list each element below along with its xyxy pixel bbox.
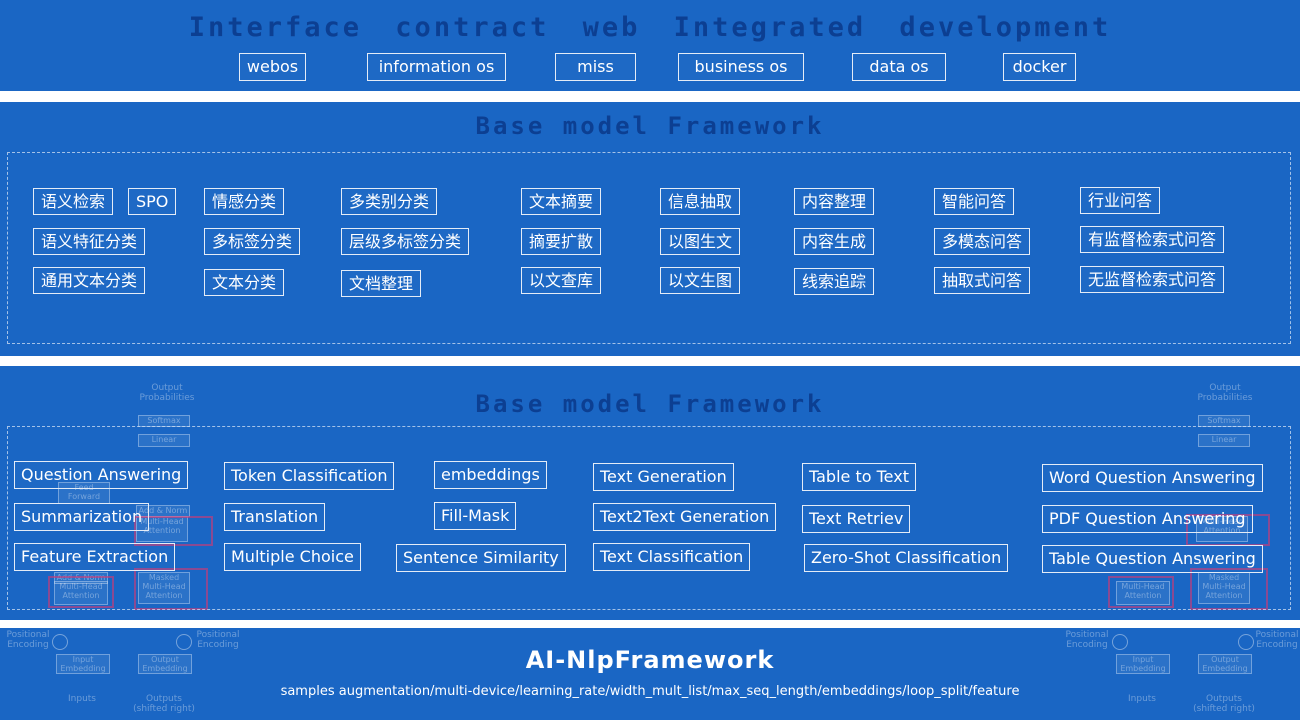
english-framework-dashed-frame [7, 426, 1291, 610]
en-task-box: Text Generation [593, 463, 734, 491]
zh-task-box: 以文生图 [660, 267, 741, 294]
en-task-box: Token Classification [224, 462, 395, 490]
zh-task-box: 内容生成 [794, 228, 875, 255]
miss-box: miss [555, 53, 636, 81]
zh-task-box: SPO [128, 188, 177, 215]
zh-task-box: 行业问答 [1080, 187, 1161, 214]
zh-task-box: 语义检索 [33, 188, 114, 215]
attention-highlight [134, 516, 213, 546]
zh-task-box: 通用文本分类 [33, 267, 146, 294]
en-task-box: Translation [224, 503, 326, 531]
positional-encoding-icon [52, 634, 68, 650]
output-embedding-block: Output Embedding [138, 654, 192, 674]
linear-block: Linear [1198, 434, 1250, 447]
zh-task-box: 文本分类 [204, 269, 285, 296]
zh-task-box: 信息抽取 [660, 188, 741, 215]
en-task-box: Question Answering [14, 461, 189, 489]
interface-title: Interface contract web Integrated develo… [188, 12, 1112, 43]
chinese-framework-dashed-frame [7, 152, 1291, 344]
zh-task-box: 语义特征分类 [33, 228, 146, 255]
zh-task-box: 摘要扩散 [521, 228, 602, 255]
zh-task-box: 文档整理 [341, 270, 422, 297]
positional-encoding-icon [1238, 634, 1254, 650]
chinese-framework-title: Base model Framework [475, 112, 825, 140]
en-task-box: Text Retriev [802, 505, 911, 533]
zh-task-box: 多类别分类 [341, 188, 438, 215]
zh-task-box: 内容整理 [794, 188, 875, 215]
framework-features-line: samples augmentation/multi-device/learni… [280, 684, 1020, 699]
webos-box: webos [239, 53, 306, 81]
inputs-label: Inputs [68, 694, 96, 704]
zh-task-box: 多模态问答 [934, 228, 1031, 255]
outputs-label: Outputs (shifted right) [133, 694, 195, 714]
masked-attention-block: Masked Multi-Head Attention [1198, 572, 1250, 604]
input-embedding-block: Input Embedding [1116, 654, 1170, 674]
zh-task-box: 线索追踪 [794, 268, 875, 295]
multi-head-attention-block: Multi-Head Attention [54, 581, 108, 605]
linear-block: Linear [138, 434, 190, 447]
en-task-box: Multiple Choice [224, 543, 361, 571]
en-task-box: Sentence Similarity [396, 544, 566, 572]
docker-box: docker [1003, 53, 1076, 81]
positional-encoding-label: Positional Encoding [1065, 630, 1109, 650]
en-task-box: Table Question Answering [1042, 545, 1263, 573]
en-task-box: Text Classification [593, 543, 751, 571]
zh-task-box: 层级多标签分类 [341, 228, 470, 255]
positional-encoding-label: Positional Encoding [1255, 630, 1299, 650]
inputs-label: Inputs [1128, 694, 1156, 704]
interface-panel: Interface contract web Integrated develo… [0, 0, 1300, 91]
positional-encoding-label: Positional Encoding [6, 630, 50, 650]
attention-highlight [1108, 576, 1174, 608]
en-task-box: Fill-Mask [434, 502, 517, 530]
multi-head-attention-block: Multi-Head Attention [1116, 581, 1170, 605]
business-os-box: business os [678, 53, 804, 81]
en-task-box: embeddings [434, 461, 547, 489]
english-framework-title: Base model Framework [475, 390, 825, 418]
zh-task-box: 以文查库 [521, 267, 602, 294]
multi-head-attention-block: Multi-Head Attention [136, 516, 188, 542]
information-os-box: information os [367, 53, 506, 81]
zh-task-box: 抽取式问答 [934, 267, 1031, 294]
zh-task-box: 以图生文 [660, 228, 741, 255]
data-os-box: data os [852, 53, 946, 81]
masked-attention-block: Masked Multi-Head Attention [138, 572, 190, 604]
positional-encoding-icon [176, 634, 192, 650]
positional-encoding-icon [1112, 634, 1128, 650]
positional-encoding-label: Positional Encoding [196, 630, 240, 650]
zh-task-box: 情感分类 [204, 188, 285, 215]
outputs-label: Outputs (shifted right) [1193, 694, 1255, 714]
en-task-box: Table to Text [802, 463, 916, 491]
multi-head-attention-block: Multi-Head Attention [1196, 516, 1248, 542]
output-probabilities-label: Output Probabilities [1197, 383, 1253, 403]
zh-task-box: 智能问答 [934, 188, 1015, 215]
footer-panel: Positional Encoding Positional Encoding … [0, 628, 1300, 720]
input-embedding-block: Input Embedding [56, 654, 110, 674]
attention-highlight [48, 576, 114, 608]
ai-nlp-framework-title: AI-NlpFramework [525, 646, 775, 674]
output-embedding-block: Output Embedding [1198, 654, 1252, 674]
en-task-box: Feature Extraction [14, 543, 176, 571]
feed-forward-block: Feed Forward [58, 482, 110, 504]
output-probabilities-label: Output Probabilities [139, 383, 195, 403]
en-task-box: Word Question Answering [1042, 464, 1263, 492]
chinese-framework-panel: Base model Framework 语义检索 SPO 情感分类 多类别分类… [0, 102, 1300, 356]
en-task-box: PDF Question Answering [1042, 505, 1253, 533]
en-task-box: Zero-Shot Classification [804, 544, 1009, 572]
zh-task-box: 文本摘要 [521, 188, 602, 215]
zh-task-box: 有监督检索式问答 [1080, 226, 1225, 253]
english-framework-panel: Output Probabilities Softmax Linear Add … [0, 366, 1300, 620]
en-task-box: Summarization [14, 503, 150, 531]
en-task-box: Text2Text Generation [593, 503, 777, 531]
zh-task-box: 无监督检索式问答 [1080, 266, 1225, 293]
zh-task-box: 多标签分类 [204, 228, 301, 255]
